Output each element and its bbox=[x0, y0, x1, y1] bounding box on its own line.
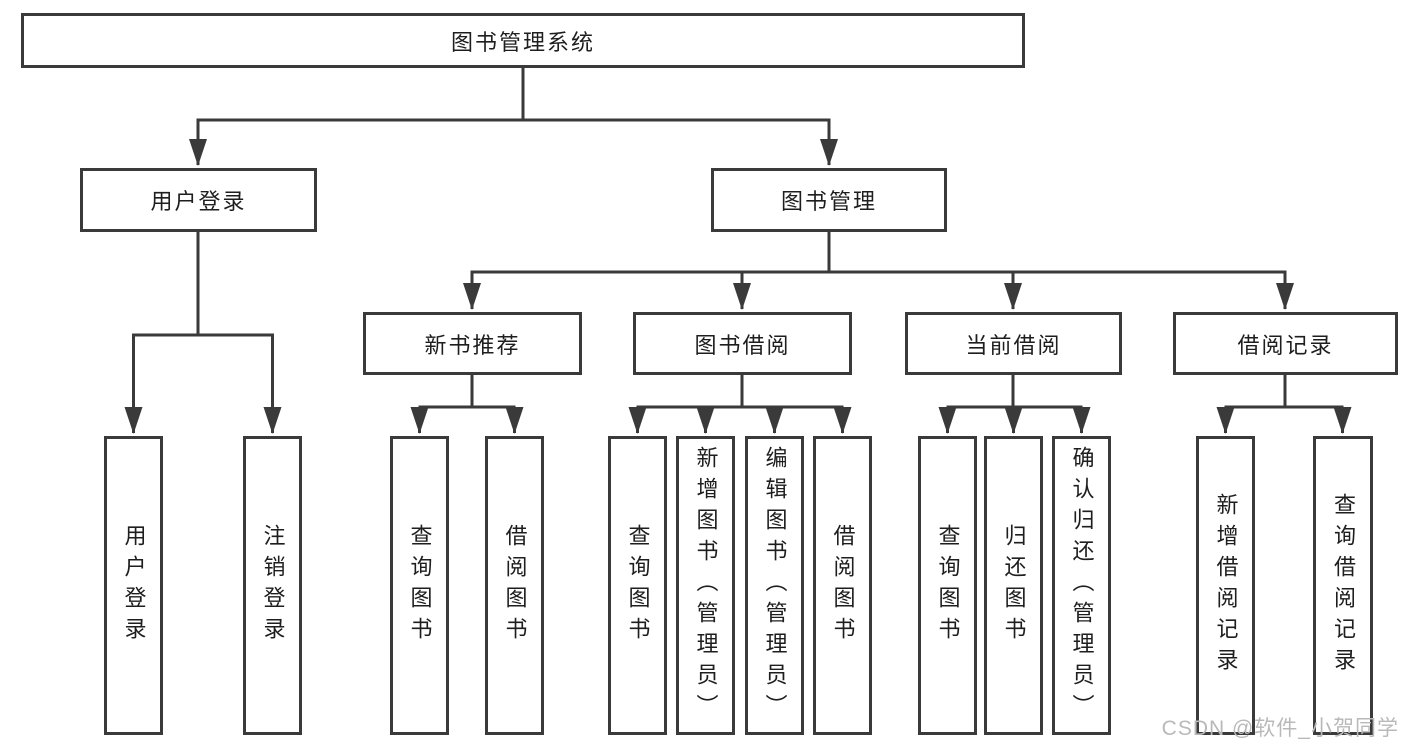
leaf-records-query-record: 查询借阅记录 bbox=[1313, 436, 1373, 735]
leaf-newbooks-borrow-books: 借阅图书 bbox=[485, 436, 544, 735]
leaf-current-return-books: 归还图书 bbox=[984, 436, 1043, 735]
leaf-label: 借阅图书 bbox=[830, 523, 856, 648]
watermark: CSDN @软件_小贺同学 bbox=[1161, 717, 1399, 740]
leaf-label: 注销登录 bbox=[260, 523, 286, 648]
leaf-label: 查询图书 bbox=[407, 523, 433, 648]
leaf-records-add-record: 新增借阅记录 bbox=[1196, 436, 1255, 735]
node-user-login: 用户登录 bbox=[80, 168, 317, 232]
leaf-label: 查询图书 bbox=[625, 523, 651, 648]
leaf-label: 新增借阅记录 bbox=[1213, 492, 1239, 679]
leaf-user-login: 用户登录 bbox=[104, 436, 163, 735]
leaf-label: 归还图书 bbox=[1001, 523, 1027, 648]
leaf-label: 确认归还（管理员） bbox=[1069, 446, 1095, 725]
leaf-borrowing-borrow-books: 借阅图书 bbox=[813, 436, 872, 735]
leaf-label: 查询借阅记录 bbox=[1331, 492, 1356, 679]
leaf-current-query-books: 查询图书 bbox=[918, 436, 977, 735]
node-new-book-recommend: 新书推荐 bbox=[363, 312, 582, 375]
node-label: 图书借阅 bbox=[694, 332, 791, 358]
leaf-label: 编辑图书（管理员） bbox=[762, 446, 788, 725]
leaf-current-confirm-return-admin: 确认归还（管理员） bbox=[1052, 436, 1111, 735]
leaf-logout: 注销登录 bbox=[243, 436, 302, 735]
leaf-borrowing-edit-books-admin: 编辑图书（管理员） bbox=[745, 436, 804, 735]
node-book-management: 图书管理 bbox=[711, 168, 947, 232]
node-current-borrowing: 当前借阅 bbox=[905, 312, 1122, 375]
leaf-label: 新增图书（管理员） bbox=[693, 446, 719, 725]
node-book-borrowing: 图书借阅 bbox=[633, 312, 852, 375]
leaf-label: 查询图书 bbox=[935, 523, 961, 648]
node-label: 借阅记录 bbox=[1237, 332, 1334, 358]
leaf-borrowing-query-books: 查询图书 bbox=[608, 436, 667, 735]
leaf-label: 用户登录 bbox=[121, 523, 147, 648]
leaf-label: 借阅图书 bbox=[502, 523, 528, 648]
node-label: 当前借阅 bbox=[965, 332, 1062, 358]
node-label: 图书管理系统 bbox=[450, 29, 595, 55]
node-label: 用户登录 bbox=[150, 189, 247, 214]
node-label: 图书管理 bbox=[780, 189, 877, 214]
node-borrowing-records: 借阅记录 bbox=[1173, 312, 1398, 375]
leaf-borrowing-add-books-admin: 新增图书（管理员） bbox=[676, 436, 735, 735]
node-label: 新书推荐 bbox=[424, 332, 521, 358]
leaf-newbooks-query-books: 查询图书 bbox=[390, 436, 449, 735]
node-root: 图书管理系统 bbox=[21, 13, 1025, 68]
